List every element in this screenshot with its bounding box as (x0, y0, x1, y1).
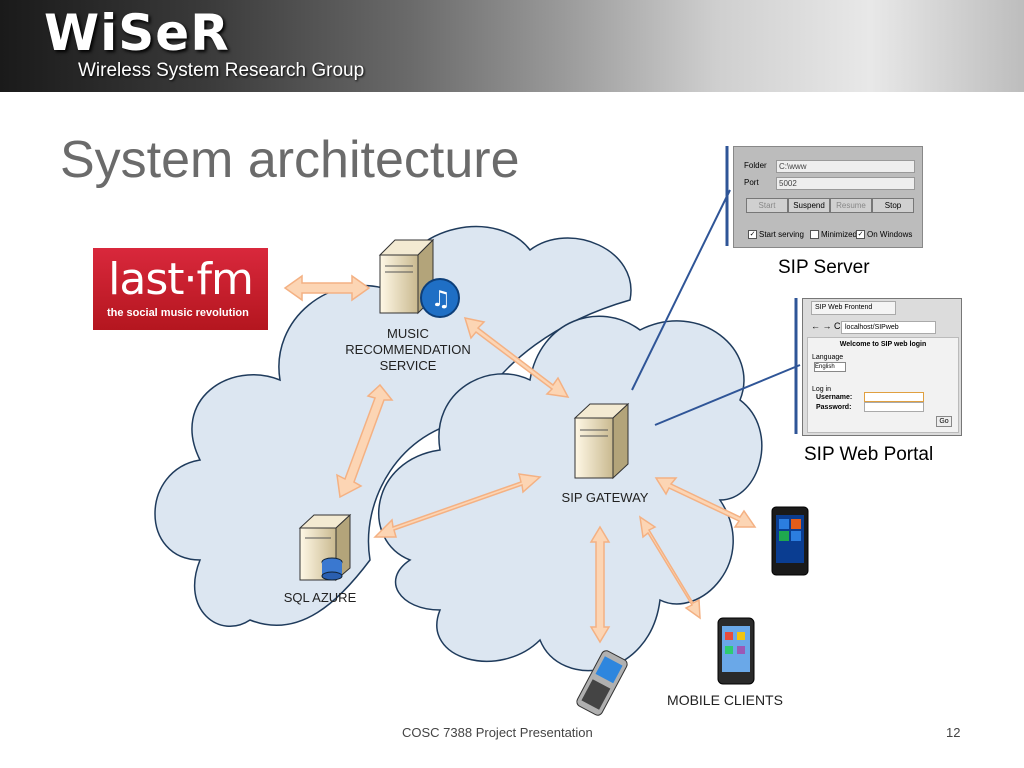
music-server-icon: ♫ (378, 238, 460, 318)
feature-phone-icon (576, 650, 628, 716)
touchscreen-phone-icon (717, 617, 755, 685)
start-button[interactable]: Start (746, 198, 788, 213)
sip-gateway-label: SIP GATEWAY (561, 490, 649, 505)
music-service-label: MUSIC RECOMMENDATION SERVICE (345, 326, 471, 373)
on-windows-checkbox[interactable]: ✓On Windows (856, 230, 913, 240)
database-server-icon (298, 513, 352, 582)
folder-field[interactable]: C:\www (776, 160, 915, 173)
sip-server-window: Folder C:\www Port 5002 Start Suspend Re… (733, 146, 923, 248)
port-field[interactable]: 5002 (776, 177, 915, 190)
sip-web-portal-window: SIP Web Frontend ← → C localhost/SIPweb … (802, 298, 962, 436)
arrows (283, 274, 757, 644)
callout-line-server (631, 189, 731, 391)
arrow-gateway-mobile-right (639, 515, 701, 620)
address-bar[interactable]: localhost/SIPweb (841, 321, 936, 334)
sip-web-portal-caption: SIP Web Portal (804, 444, 934, 465)
minimized-checkbox[interactable]: Minimized (810, 230, 857, 240)
start-serving-checkbox[interactable]: ✓Start serving (748, 230, 804, 240)
lastfm-tagline: the social music revolution (107, 307, 249, 319)
arrow-gateway-mobile-up (589, 525, 611, 644)
footer-text: COSC 7388 Project Presentation (402, 725, 593, 740)
sql-azure-label: SQL AZURE (283, 590, 357, 605)
language-label: Language (812, 354, 844, 361)
password-input[interactable] (864, 402, 924, 412)
mobile-clients-label: MOBILE CLIENTS (667, 692, 783, 708)
smartphone-icon (771, 506, 809, 576)
username-label: Username: (816, 394, 853, 401)
svg-text:♫: ♫ (431, 287, 451, 312)
login-label: Log in (812, 386, 832, 393)
username-input[interactable] (864, 392, 924, 402)
lastfm-logo: last·fm the social music revolution (93, 248, 268, 330)
arrow-gateway-phone-right (654, 477, 757, 528)
page-number: 12 (946, 725, 961, 740)
banner-subtitle: Wireless System Research Group (78, 60, 365, 81)
arrow-gateway-sql (373, 473, 542, 538)
cloud-right (378, 315, 763, 672)
go-button[interactable]: Go (936, 416, 952, 427)
password-label: Password: (816, 404, 852, 411)
nav-arrows-icon[interactable]: ← → C (811, 321, 841, 331)
browser-tab[interactable]: SIP Web Frontend (811, 301, 896, 315)
login-heading: Welcome to SIP web login (839, 341, 927, 348)
sip-server-caption: SIP Server (778, 257, 870, 278)
arrow-lastfm-music (283, 274, 371, 302)
header-banner: WiSeR Wireless System Research Group (0, 0, 1024, 92)
slide-title: System architecture (60, 131, 520, 189)
language-select[interactable]: English (814, 362, 846, 372)
login-page: Welcome to SIP web login Language Englis… (807, 337, 959, 433)
arrow-music-sql (336, 383, 394, 499)
gateway-server-icon (573, 402, 630, 480)
wiser-logo: WiSeR (44, 4, 230, 62)
stop-button[interactable]: Stop (872, 198, 914, 213)
cloud-left (154, 225, 632, 627)
callout-line-portal (654, 364, 801, 426)
resume-button[interactable]: Resume (830, 198, 872, 213)
suspend-button[interactable]: Suspend (788, 198, 830, 213)
arrow-music-gateway (463, 317, 570, 398)
